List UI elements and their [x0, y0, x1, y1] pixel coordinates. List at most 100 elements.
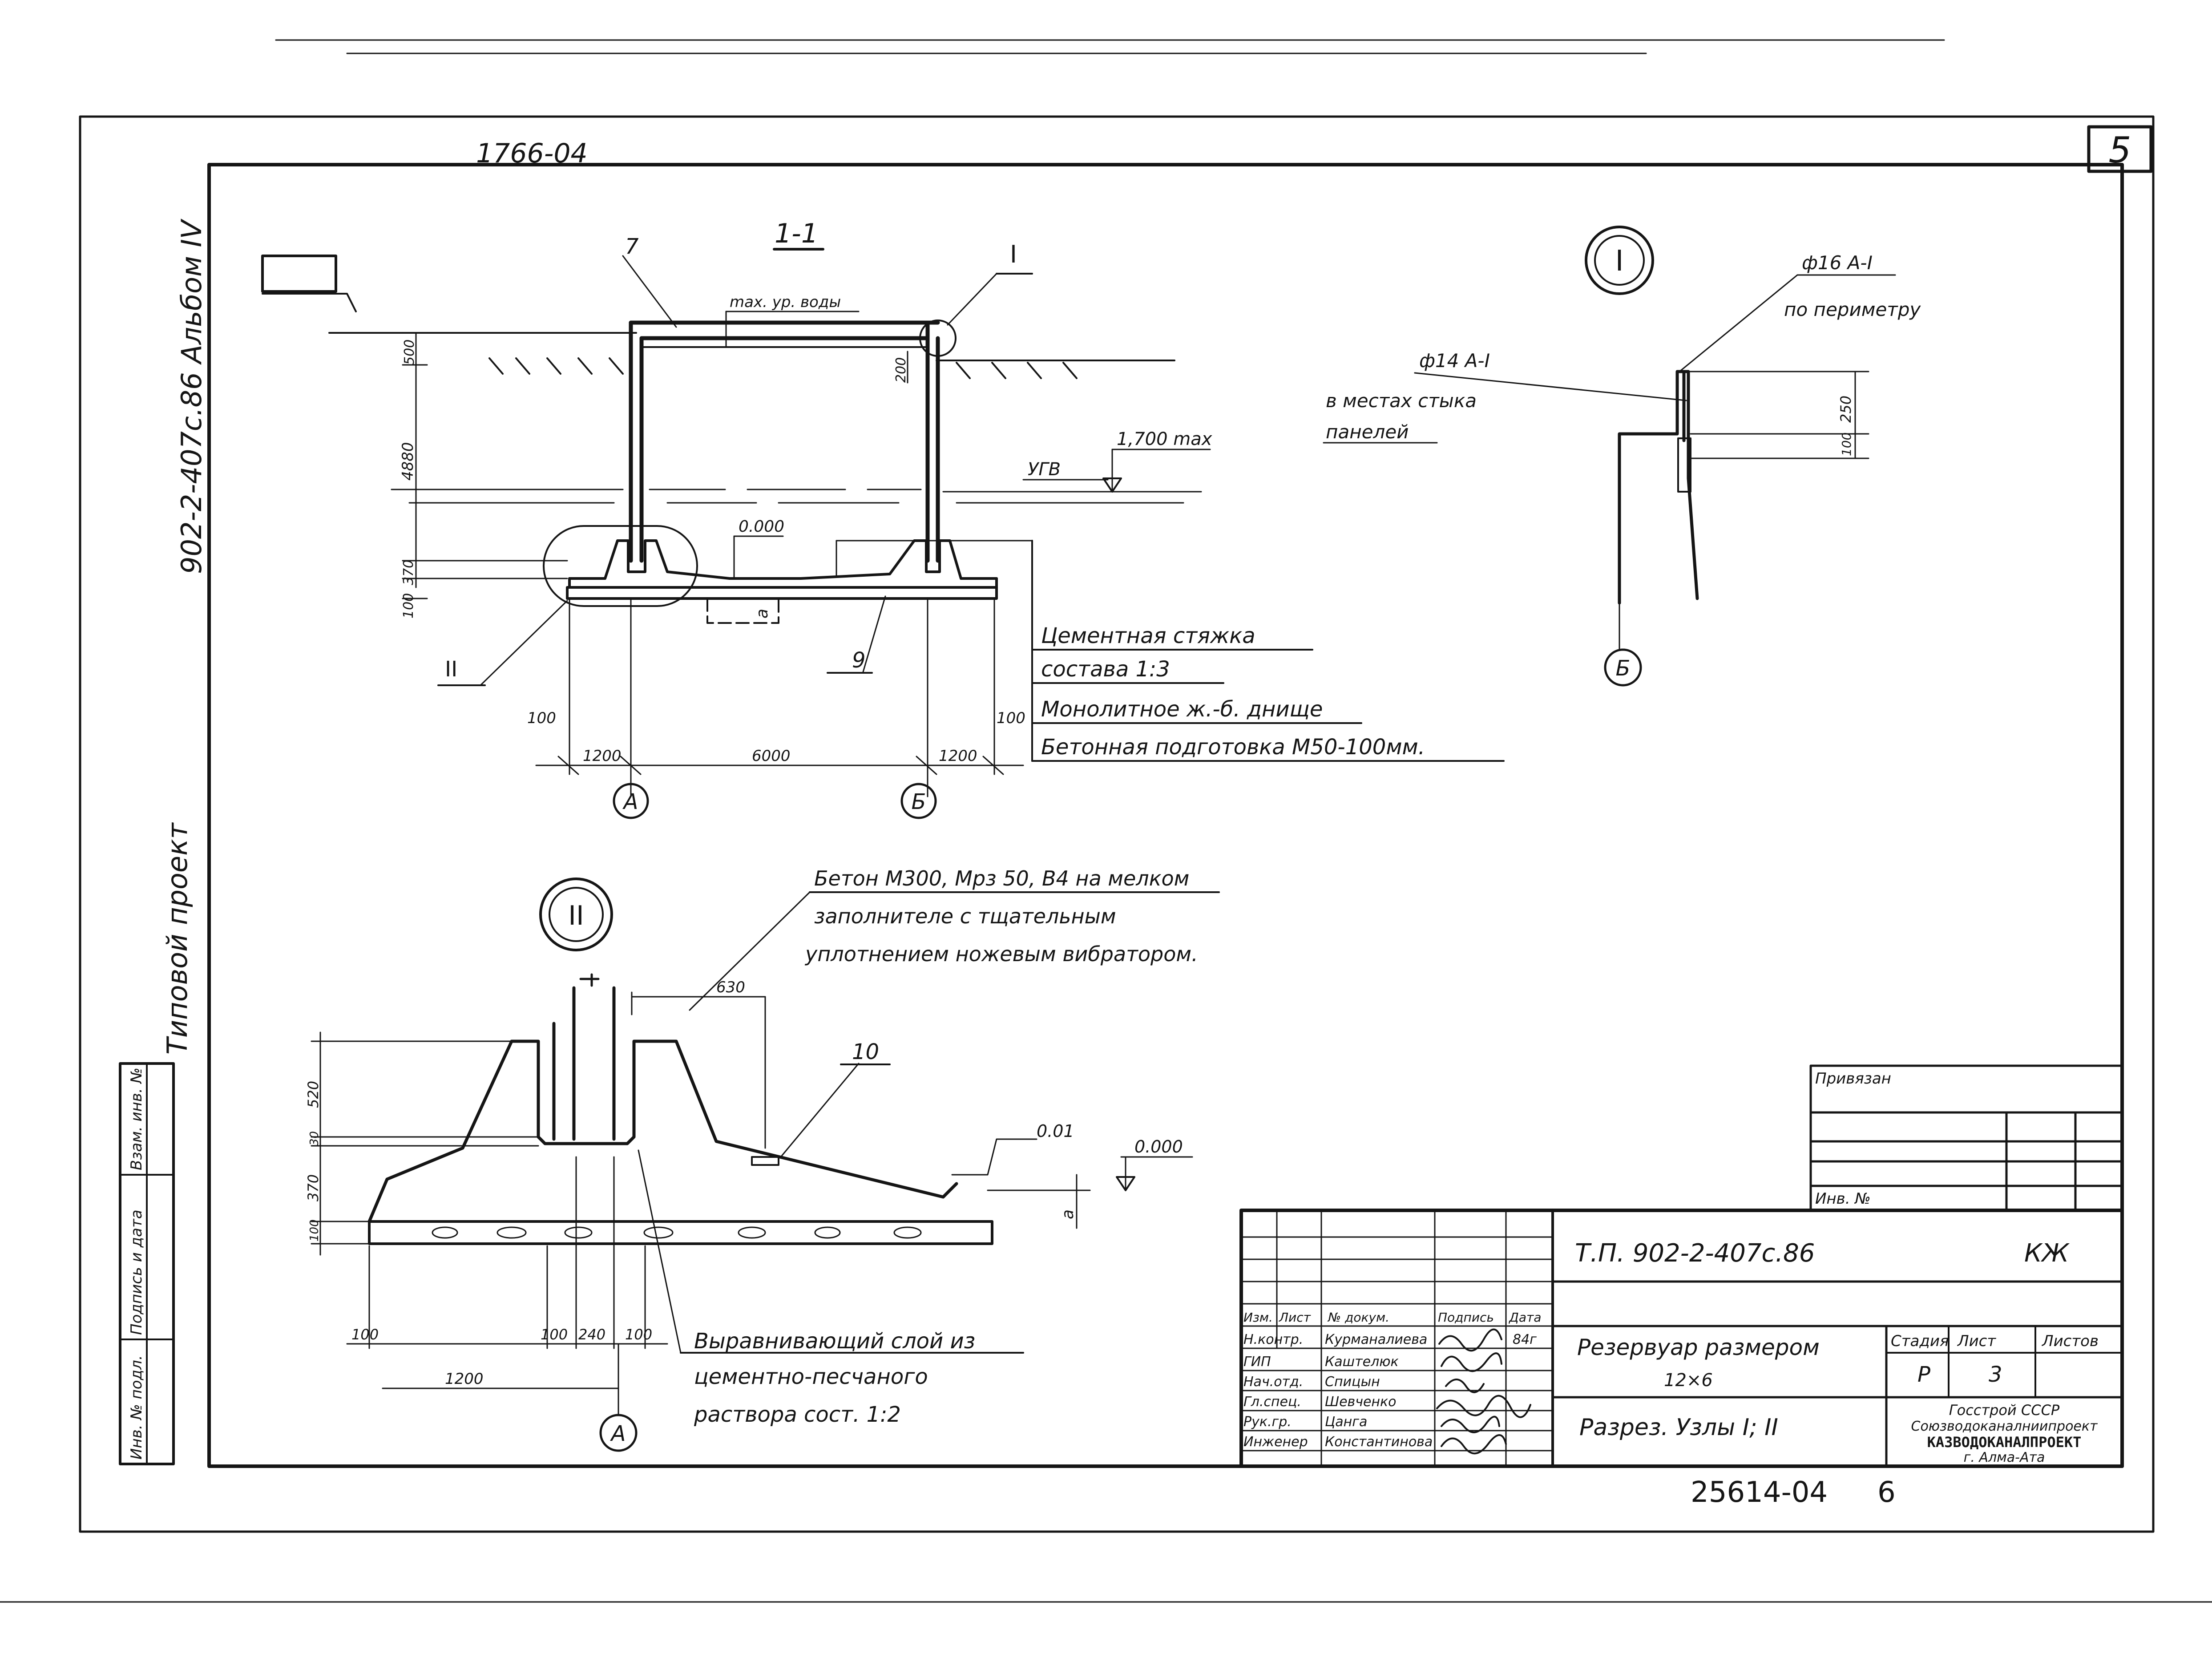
node-2-dim-520: 520 — [305, 1081, 322, 1108]
dim-left-100: 100 — [527, 709, 556, 727]
callout-7: 7 — [625, 234, 639, 259]
node-2-dim-100b: 100 — [541, 1326, 568, 1343]
gwl-name: УГВ — [1028, 459, 1061, 480]
tb-col-sign: Подпись — [1438, 1310, 1494, 1325]
node-2-concrete-note-2: заполнителе с тщательным — [814, 904, 1116, 928]
binding-title: Привязан — [1815, 1070, 1891, 1088]
node-2-dim-370: 370 — [305, 1174, 322, 1201]
node-2-concrete-note-3: уплотнением ножевым вибратором. — [804, 942, 1198, 966]
note-screed: Цементная стяжка — [1041, 623, 1255, 648]
node-1-dim-100: 100 — [1839, 433, 1854, 456]
tb-sheet-no: 3 — [1989, 1362, 2002, 1387]
tb-col-date: Дата — [1508, 1310, 1542, 1325]
node-1-rebar-top: ф16 А-I — [1802, 252, 1873, 274]
tb-name-5: Константинова — [1325, 1434, 1433, 1450]
tb-object-name-1: Резервуар размером — [1577, 1334, 1820, 1360]
node-2-dim-240: 240 — [578, 1326, 605, 1343]
node-1-detail: I ф16 А-I по периметру ф14 А-I в местах … — [1323, 226, 1921, 687]
node-ref-1: I — [1010, 240, 1017, 268]
dim-6000: 6000 — [752, 747, 791, 765]
dim-370: 370 — [401, 560, 416, 585]
tb-role-4: Рук.гр. — [1243, 1414, 1292, 1430]
sheet-frame — [0, 39, 2212, 1603]
dim-500: 500 — [402, 340, 417, 365]
node-2-dim-630: 630 — [716, 979, 745, 996]
node-1-axis: Б — [1616, 656, 1631, 681]
node-1-joint-note-1: в местах стыка — [1326, 390, 1477, 412]
tb-stage-header: Стадия — [1891, 1332, 1949, 1350]
side-stamp — [119, 1062, 175, 1465]
tb-org-1: Госстрой СССР — [1949, 1402, 2060, 1419]
section-title: 1-1 — [775, 218, 818, 249]
axis-b: Б — [912, 789, 926, 814]
tb-sheets-header: Листов — [2041, 1332, 2099, 1350]
callout-9: 9 — [852, 648, 866, 673]
tb-role-1: ГИП — [1243, 1354, 1271, 1370]
dim-1200-b: 1200 — [939, 747, 977, 765]
title-block — [1239, 1209, 2124, 1468]
tb-org-4: г. Алма-Ата — [1964, 1450, 2045, 1465]
node-2-mortar-note-3: раствора сост. 1:2 — [694, 1402, 901, 1427]
node-ref-circle — [919, 319, 957, 357]
bottom-number-suffix: 6 — [1877, 1476, 1896, 1509]
node-2-mortar-note-1: Выравнивающий слой из — [694, 1329, 975, 1354]
dim-right-100: 100 — [997, 709, 1025, 727]
dim-4880: 4880 — [399, 442, 417, 481]
node-2-a-mark: а — [1059, 1209, 1077, 1219]
binding-inv: Инв. № — [1815, 1190, 1871, 1208]
axis-a: А — [622, 789, 638, 814]
level-000: 0.000 — [739, 518, 784, 536]
note-slab: Монолитное ж.-б. днище — [1041, 697, 1323, 722]
tb-mark: КЖ — [2024, 1239, 2070, 1268]
node-2-mortar-note-2: цементно-песчаного — [694, 1364, 928, 1389]
tb-name-0: Курманалиева — [1325, 1332, 1427, 1347]
tb-date-0: 84г — [1513, 1332, 1537, 1347]
dim-200: 200 — [893, 357, 909, 383]
archive-number: 1766-04 — [476, 138, 588, 169]
node-2-dim-30: 30 — [308, 1131, 321, 1146]
tb-name-3: Шевченко — [1325, 1394, 1397, 1410]
node-1-perimeter: по периметру — [1784, 299, 1921, 320]
axis-a-bubble — [613, 783, 649, 819]
tb-sheet-name: Разрез. Узлы I; II — [1579, 1414, 1778, 1441]
tb-object-name-2: 12×6 — [1664, 1370, 1713, 1391]
gwl-label: 1,700 max — [1117, 429, 1212, 449]
sheet-badge-box — [2087, 125, 2153, 173]
tb-name-2: Спицын — [1325, 1374, 1380, 1390]
node-2-dim-1200: 1200 — [445, 1370, 484, 1388]
a-mark: а — [753, 609, 771, 619]
node-2-dim-100a: 100 — [351, 1326, 379, 1343]
tb-role-5: Инженер — [1243, 1434, 1308, 1450]
tb-col-doc: № докум. — [1327, 1310, 1389, 1325]
side-project-label: Типовой проект — [161, 822, 194, 1055]
side-album-label: 902-2-407с.86 Альбом IV — [175, 218, 208, 574]
tb-role-3: Гл.спец. — [1243, 1394, 1301, 1410]
node-2-label: II — [568, 900, 584, 931]
tb-sheet-header: Лист — [1957, 1332, 1996, 1350]
tb-col-izm: Изм. — [1243, 1310, 1273, 1325]
node-1-label: I — [1615, 245, 1624, 278]
max-water-label: max. ур. воды — [730, 293, 841, 311]
tb-code: Т.П. 902-2-407с.86 — [1575, 1239, 1815, 1268]
node-ref-2: II — [445, 657, 457, 682]
node-1-dim-250: 250 — [1837, 396, 1854, 423]
node-1-rebar-14: ф14 А-I — [1419, 350, 1490, 372]
node-ii-ellipse — [543, 525, 698, 607]
node-2-slope: 0.01 — [1037, 1121, 1074, 1141]
node-2-dim-100c: 100 — [625, 1326, 652, 1343]
tb-col-list: Лист — [1279, 1310, 1311, 1325]
note-screed-mix: состава 1:3 — [1041, 657, 1170, 682]
section-1-1: 1-1 max. ур. воды I — [261, 218, 1505, 819]
tb-role-2: Нач.отд. — [1243, 1374, 1303, 1390]
sheet-badge: 5 — [2109, 129, 2131, 171]
axis-b-bubble — [900, 783, 937, 819]
tb-org-2: Союзводоканалниипроект — [1911, 1419, 2099, 1434]
node-2-callout-10: 10 — [852, 1039, 879, 1064]
tb-role-0: Н.контр. — [1243, 1332, 1303, 1347]
side-stamp-col-1: Инв. № подл. — [128, 1355, 145, 1460]
node-2-axis: А — [610, 1421, 626, 1446]
tb-signatures — [1436, 1328, 1531, 1455]
node-2-dim-100: 100 — [308, 1219, 321, 1241]
side-stamp-col-3: Взам. инв. № — [128, 1068, 145, 1170]
